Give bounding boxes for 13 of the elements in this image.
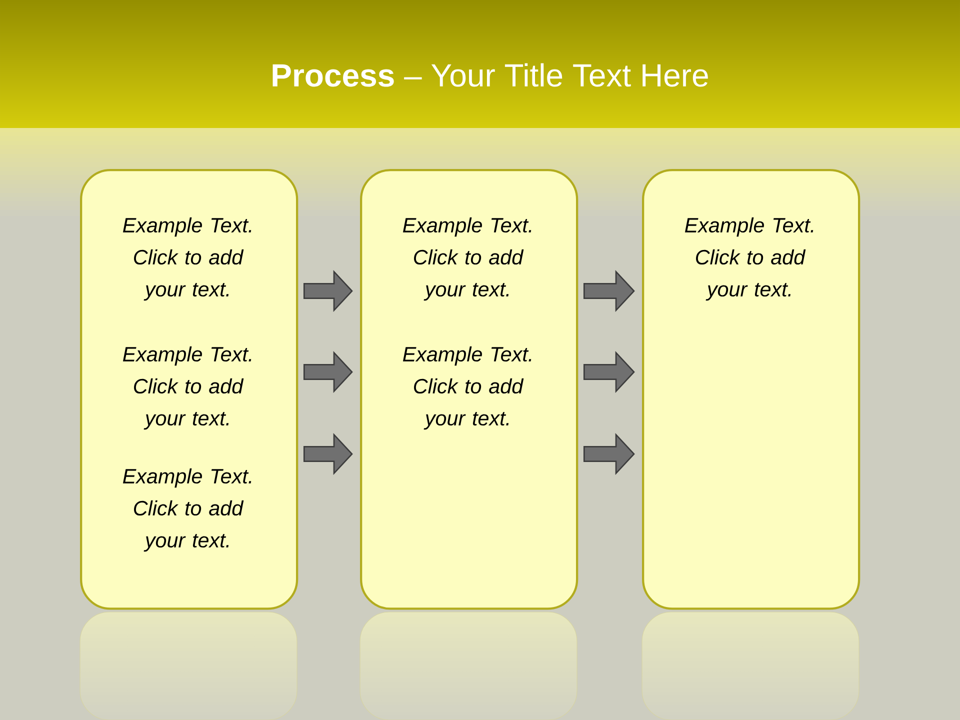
box-text: Example Text. Click to add your text. — [122, 468, 252, 552]
title: Process – Your Title Text Here — [272, 63, 708, 87]
block-arrow — [303, 350, 353, 394]
box-text: Example Text. Click to add your text. — [122, 346, 252, 430]
block-arrow — [303, 270, 353, 312]
box-text: Example Text. Click to add your text. — [402, 217, 532, 301]
box-text: Example Text. Click to add your text. — [122, 217, 252, 301]
box-text: Example Text. Click to add your text. — [402, 346, 532, 430]
box-text: Example Text. Click to add your text. — [684, 217, 814, 301]
block-arrow — [303, 432, 353, 476]
block-arrow — [583, 270, 635, 312]
block-arrow — [583, 350, 635, 394]
block-arrow — [583, 432, 635, 476]
